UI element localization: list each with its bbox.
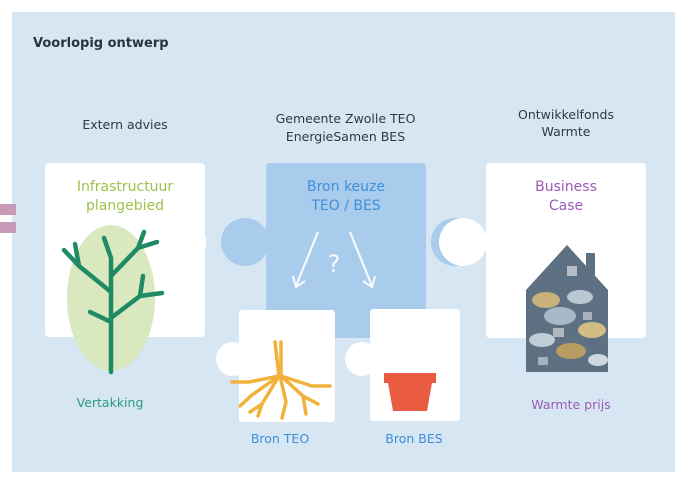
diagram-title: Voorlopig ontwerp — [33, 36, 169, 51]
header-ontwikkelfonds-line2: Warmte — [541, 124, 591, 139]
header-ontwikkelfonds: Ontwikkelfonds Warmte — [486, 106, 646, 140]
piece-title-business-case-line1: Business — [535, 179, 597, 195]
piece-title-bron-keuze-line1: Bron keuze — [307, 179, 385, 195]
left-edge-fragment — [0, 204, 16, 233]
roots-icon — [230, 340, 332, 420]
piece-title-bron-keuze: Bron keuze TEO / BES — [266, 178, 426, 216]
piece-title-bron-keuze-line2: TEO / BES — [311, 198, 381, 214]
piece-title-infrastructuur-line2: plangebied — [85, 198, 164, 214]
pot-icon — [384, 373, 436, 411]
header-gemeente-line2: EnergieSamen BES — [285, 129, 406, 144]
header-ontwikkelfonds-line1: Ontwikkelfonds — [518, 107, 614, 122]
label-bron-bes: Bron BES — [385, 431, 443, 446]
label-bron-teo: Bron TEO — [250, 431, 310, 446]
choice-arrows-icon — [291, 231, 377, 289]
piece-title-infrastructuur: Infrastructuur plangebied — [45, 178, 205, 216]
label-vertakking: Vertakking — [76, 395, 144, 410]
question-mark-icon: ? — [327, 250, 341, 278]
header-gemeente: Gemeente Zwolle TEO EnergieSamen BES — [258, 110, 433, 146]
piece-title-business-case-line2: Case — [548, 198, 584, 214]
label-warmte-prijs: Warmte prijs — [531, 397, 611, 412]
header-gemeente-line1: Gemeente Zwolle TEO — [275, 111, 416, 126]
tree-icon — [61, 225, 165, 375]
piece-title-business-case: Business Case — [486, 178, 646, 216]
piece-title-infrastructuur-line1: Infrastructuur — [76, 179, 174, 195]
house-coins-icon — [526, 245, 608, 372]
header-extern-advies: Extern advies — [82, 117, 168, 132]
puzzle-piece-bron-teo — [216, 310, 335, 422]
